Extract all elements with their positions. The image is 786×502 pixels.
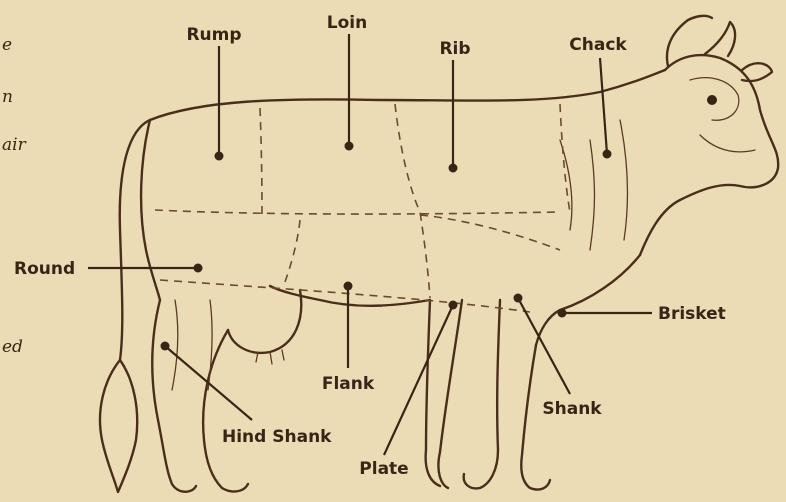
label-hind-shank: Hind Shank: [222, 427, 332, 447]
label-flank: Flank: [322, 374, 375, 394]
margin-text-1: e: [2, 35, 12, 55]
round-dot: [194, 264, 203, 273]
label-plate: Plate: [359, 459, 408, 479]
label-loin: Loin: [327, 13, 367, 33]
margin-text-3: air: [2, 135, 27, 155]
chack-leader: [600, 58, 607, 154]
loin-dot: [345, 142, 354, 151]
shank-dot: [514, 294, 523, 303]
cow-outline: [100, 16, 778, 492]
leader-dots: [161, 142, 612, 351]
label-chack: Chack: [569, 35, 627, 55]
label-brisket: Brisket: [658, 304, 726, 324]
rib-dot: [449, 164, 458, 173]
label-shank: Shank: [542, 399, 602, 419]
plate-dot: [449, 301, 458, 310]
margin-handwriting: e n air ed: [2, 35, 27, 357]
chack-dot: [603, 150, 612, 159]
flank-dot: [344, 282, 353, 291]
brisket-dot: [558, 309, 567, 318]
label-round: Round: [14, 259, 75, 279]
margin-text-4: ed: [2, 337, 23, 357]
label-rib: Rib: [439, 39, 470, 59]
margin-text-2: n: [2, 87, 13, 107]
label-rump: Rump: [186, 25, 241, 45]
hind-shank-leader: [165, 346, 252, 420]
hind-shank-dot: [161, 342, 170, 351]
cut-lines: [155, 104, 570, 312]
rump-dot: [215, 152, 224, 161]
